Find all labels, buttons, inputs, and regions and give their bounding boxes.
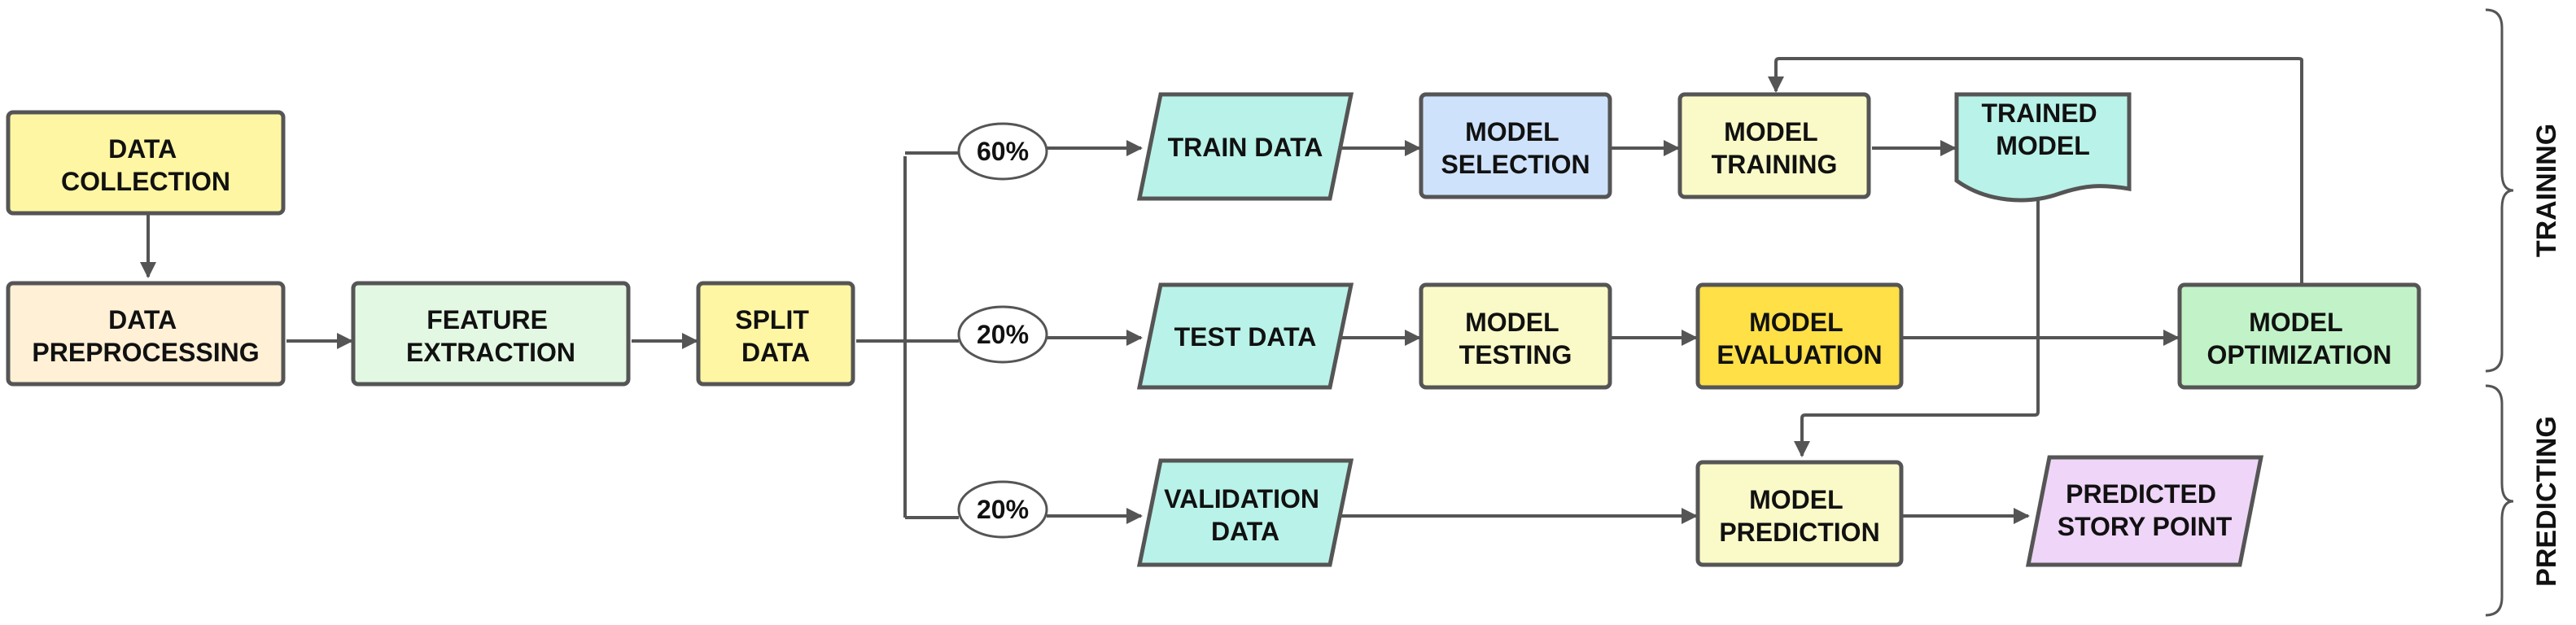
model-selection-label-line-2: SELECTION bbox=[1441, 150, 1590, 179]
svg-text:TRAINED MODEL: TRAINED MODEL bbox=[1981, 98, 2104, 160]
node-model-evaluation: MODEL EVALUATION bbox=[1695, 282, 1904, 390]
trained-model-box bbox=[1954, 92, 2132, 203]
node-model-training: MODEL TRAINING bbox=[1677, 92, 1871, 199]
node-validation-data: VALIDATION DATA bbox=[1136, 458, 1354, 567]
data-preprocessing-label-line-2: PREPROCESSING bbox=[32, 338, 259, 367]
svg-text:MODEL SELECTION: MODEL SELECTION bbox=[1441, 117, 1590, 179]
phase-predicting: PREDICTING bbox=[2485, 384, 2562, 617]
edge-trained-model-to-prediction bbox=[1794, 194, 2040, 457]
predicting-brace bbox=[2485, 384, 2514, 617]
validation-data-label-line-1: VALIDATION bbox=[1164, 484, 1319, 514]
feature-extraction-label-line-2: EXTRACTION bbox=[406, 338, 575, 367]
svg-text:MODEL TRAINING: MODEL TRAINING bbox=[1712, 117, 1838, 179]
node-model-prediction: MODEL PREDICTION bbox=[1695, 460, 1904, 567]
pct-validation-label: 20% bbox=[977, 495, 1029, 524]
model-testing-label-line-1: MODEL bbox=[1465, 308, 1559, 337]
model-training-label-line-2: TRAINING bbox=[1712, 150, 1838, 179]
node-data-preprocessing: DATA PREPROCESSING bbox=[6, 281, 286, 387]
model-evaluation-box bbox=[1695, 282, 1904, 390]
train-data-box bbox=[1136, 92, 1354, 201]
model-selection-box bbox=[1419, 92, 1612, 199]
model-prediction-label-line-1: MODEL bbox=[1749, 485, 1843, 514]
model-evaluation-label-line-2: EVALUATION bbox=[1717, 340, 1882, 369]
model-optimization-label-line-2: OPTIMIZATION bbox=[2207, 340, 2392, 369]
svg-text:MODEL EVALUATION: MODEL EVALUATION bbox=[1717, 308, 1882, 369]
validation-data-box bbox=[1136, 458, 1354, 567]
data-collection-box bbox=[6, 110, 286, 216]
svg-text:MODEL TESTING: MODEL TESTING bbox=[1459, 308, 1572, 369]
data-collection-label-line-1: DATA bbox=[108, 134, 177, 164]
training-brace bbox=[2485, 8, 2514, 373]
node-feature-extraction: FEATURE EXTRACTION bbox=[351, 281, 631, 387]
model-testing-box bbox=[1419, 282, 1612, 390]
edge-optimization-feedback-to-training bbox=[1768, 57, 2303, 285]
model-prediction-box bbox=[1695, 460, 1904, 567]
svg-text:VALIDATION DATA: VALIDATION DATA bbox=[1164, 484, 1327, 546]
split-pct-test: 20% bbox=[957, 305, 1048, 364]
train-data-label: TRAIN DATA bbox=[1168, 133, 1323, 162]
model-prediction-label-line-2: PREDICTION bbox=[1719, 518, 1879, 547]
feature-extraction-label-line-1: FEATURE bbox=[426, 305, 548, 334]
split-data-label-line-2: DATA bbox=[741, 338, 810, 367]
model-training-label-line-1: MODEL bbox=[1724, 117, 1817, 146]
pct-test-ellipse bbox=[957, 305, 1048, 364]
pct-train-ellipse bbox=[957, 122, 1048, 181]
split-pct-validation: 20% bbox=[957, 480, 1048, 539]
predicted-story-point-box bbox=[2025, 455, 2264, 567]
split-data-box bbox=[696, 281, 855, 387]
data-preprocessing-box bbox=[6, 281, 286, 387]
node-model-testing: MODEL TESTING bbox=[1419, 282, 1612, 390]
validation-data-label-line-2: DATA bbox=[1211, 517, 1279, 546]
pct-test-label: 20% bbox=[977, 320, 1029, 349]
predicted-story-point-label-line-1: PREDICTED bbox=[2066, 479, 2216, 509]
svg-text:MODEL OPTIMIZATION: MODEL OPTIMIZATION bbox=[2207, 308, 2392, 369]
node-test-data: TEST DATA bbox=[1136, 282, 1354, 390]
model-evaluation-label-line-1: MODEL bbox=[1749, 308, 1843, 337]
node-model-selection: MODEL SELECTION bbox=[1419, 92, 1612, 199]
node-trained-model: TRAINED MODEL bbox=[1954, 92, 2132, 203]
training-phase-label: TRAINING bbox=[2531, 124, 2562, 257]
svg-text:MODEL PREDICTION: MODEL PREDICTION bbox=[1719, 485, 1879, 547]
svg-text:FEATURE EXTRACTION: FEATURE EXTRACTION bbox=[406, 305, 575, 367]
predicting-phase-label: PREDICTING bbox=[2531, 416, 2562, 587]
pct-validation-ellipse bbox=[957, 480, 1048, 539]
node-predicted-story-point: PREDICTED STORY POINT bbox=[2025, 455, 2264, 567]
model-testing-label-line-2: TESTING bbox=[1459, 340, 1572, 369]
split-data-label-line-1: SPLIT bbox=[735, 305, 809, 334]
test-data-label: TEST DATA bbox=[1174, 322, 1317, 352]
node-split-data: SPLIT DATA bbox=[696, 281, 855, 387]
model-selection-label-line-1: MODEL bbox=[1465, 117, 1559, 146]
svg-text:SPLIT DATA: SPLIT DATA bbox=[735, 305, 816, 367]
predicted-story-point-label-line-2: STORY POINT bbox=[2058, 512, 2233, 541]
feature-extraction-box bbox=[351, 281, 631, 387]
phase-training: TRAINING bbox=[2485, 8, 2562, 373]
model-training-box bbox=[1677, 92, 1871, 199]
pct-train-label: 60% bbox=[977, 137, 1029, 166]
edges bbox=[140, 57, 2303, 524]
test-data-box bbox=[1136, 282, 1354, 390]
data-collection-label-line-2: COLLECTION bbox=[61, 167, 230, 196]
svg-text:PREDICTED STORY POINT: PREDICTED STORY POINT bbox=[2058, 479, 2233, 541]
trained-model-label-line-2: MODEL bbox=[1996, 131, 2090, 160]
svg-text:DATA PREPROCESSING: DATA PREPROCESSING bbox=[32, 305, 259, 367]
trained-model-label-line-1: TRAINED bbox=[1981, 98, 2097, 128]
split-pct-train: 60% bbox=[957, 122, 1048, 181]
node-data-collection: DATA COLLECTION bbox=[6, 110, 286, 216]
node-model-optimization: MODEL OPTIMIZATION bbox=[2177, 282, 2421, 390]
node-train-data: TRAIN DATA bbox=[1136, 92, 1354, 201]
edge-split-branch bbox=[856, 156, 907, 518]
model-optimization-box bbox=[2177, 282, 2421, 390]
model-optimization-label-line-1: MODEL bbox=[2249, 308, 2342, 337]
svg-text:DATA COLLECTION: DATA COLLECTION bbox=[61, 134, 230, 196]
data-preprocessing-label-line-1: DATA bbox=[108, 305, 177, 334]
